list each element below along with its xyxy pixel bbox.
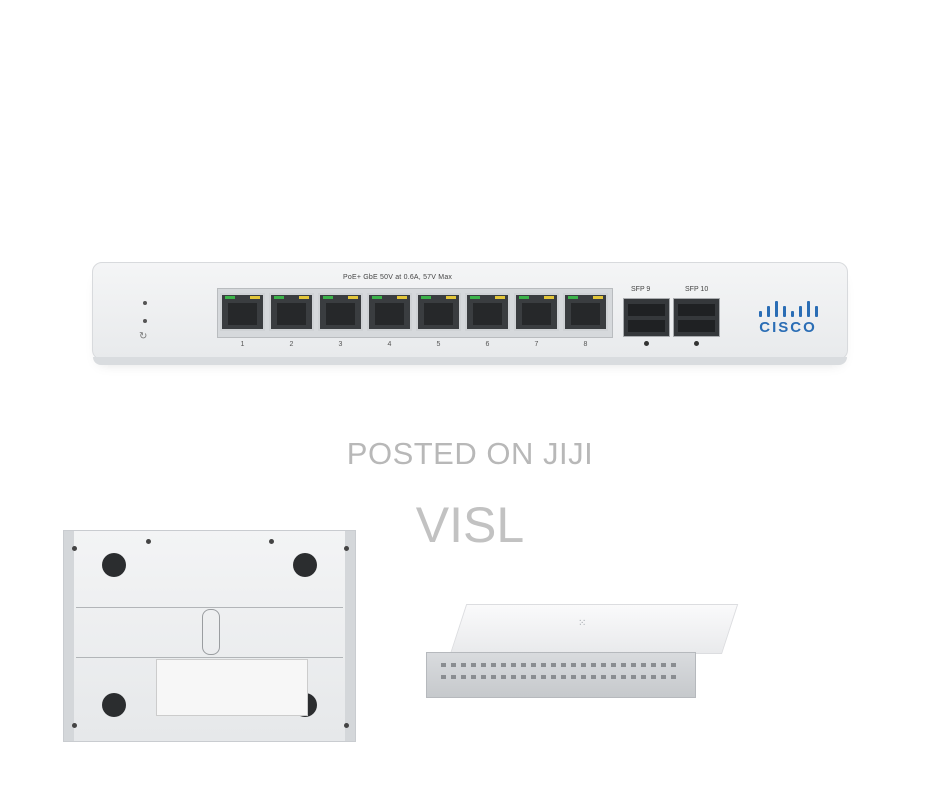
screw bbox=[72, 723, 77, 728]
status-led bbox=[143, 301, 147, 305]
rj45-port bbox=[416, 293, 461, 331]
mount-rail bbox=[76, 657, 343, 658]
port-number: 7 bbox=[534, 341, 539, 348]
sfp-port bbox=[623, 298, 670, 337]
rj45-port bbox=[269, 293, 314, 331]
bottom-edge bbox=[345, 531, 355, 741]
port-number: 8 bbox=[583, 341, 588, 348]
mount-keyhole bbox=[202, 609, 220, 655]
chassis-top bbox=[450, 604, 739, 654]
switch-bottom-view bbox=[63, 530, 356, 742]
rj45-port bbox=[220, 293, 265, 331]
screw bbox=[344, 546, 349, 551]
screw bbox=[344, 723, 349, 728]
sfp-led bbox=[644, 341, 649, 346]
watermark-line-1: POSTED ON JIJI bbox=[346, 436, 594, 471]
mount-rail bbox=[76, 607, 343, 608]
rj45-port bbox=[514, 293, 559, 331]
watermark-line-2: VISL bbox=[415, 497, 525, 553]
cisco-logo: CISCO bbox=[753, 299, 823, 336]
reset-icon: ↻ bbox=[139, 331, 148, 342]
rj45-port bbox=[465, 293, 510, 331]
port-number: 5 bbox=[436, 341, 441, 348]
rj45-port bbox=[318, 293, 363, 331]
front-panel-lip bbox=[93, 357, 847, 365]
port-number: 1 bbox=[240, 341, 245, 348]
rubber-foot bbox=[293, 553, 317, 577]
cisco-wordmark: CISCO bbox=[759, 319, 817, 336]
cisco-bars-icon bbox=[753, 299, 823, 317]
port-number: 6 bbox=[485, 341, 490, 348]
rj45-port bbox=[563, 293, 608, 331]
port-number: 3 bbox=[338, 341, 343, 348]
rj45-port bbox=[367, 293, 412, 331]
screw bbox=[72, 546, 77, 551]
switch-perspective-view: ⁙ bbox=[426, 604, 739, 704]
sfp-label: SFP 10 bbox=[685, 286, 709, 293]
port-number: 2 bbox=[289, 341, 294, 348]
rubber-foot bbox=[102, 553, 126, 577]
sfp-led bbox=[694, 341, 699, 346]
rubber-foot bbox=[102, 693, 126, 717]
chassis-front bbox=[426, 652, 696, 698]
status-led bbox=[143, 319, 147, 323]
screw bbox=[146, 539, 151, 544]
poe-label: PoE+ GbE 50V at 0.6A, 57V Max bbox=[343, 274, 453, 281]
bottom-edge bbox=[64, 531, 74, 741]
screw bbox=[269, 539, 274, 544]
sfp-port bbox=[673, 298, 720, 337]
port-number: 4 bbox=[387, 341, 392, 348]
sfp-label: SFP 9 bbox=[631, 286, 651, 293]
cisco-logo-icon: ⁙ bbox=[578, 618, 587, 629]
switch-front-panel: ↻ PoE+ GbE 50V at 0.6A, 57V Max 1 2 3 4 … bbox=[92, 262, 848, 365]
regulatory-label bbox=[156, 659, 308, 716]
rj45-port-block bbox=[217, 288, 613, 338]
